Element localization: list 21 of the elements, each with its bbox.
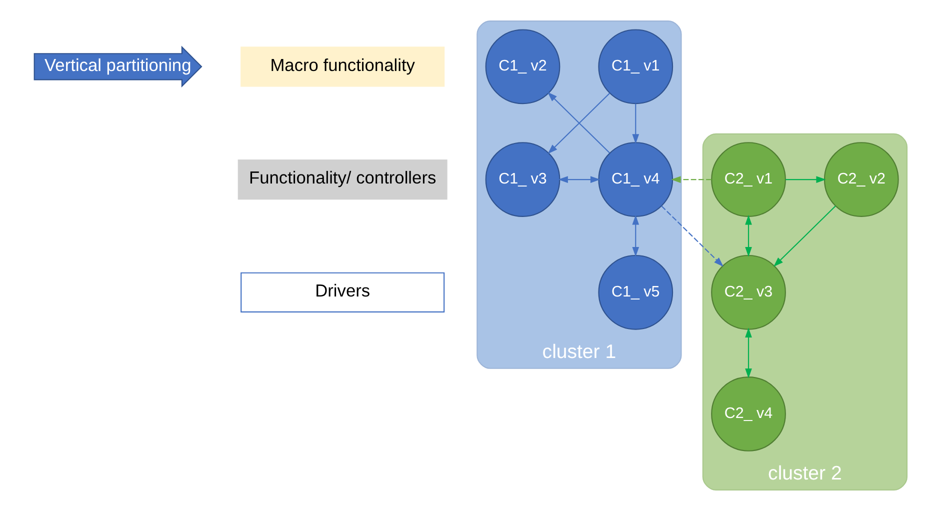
node-box: Drivers [240,272,445,312]
node-circle: C1_ v3 [485,142,560,217]
arrow [632,214,640,257]
arrow [671,176,712,183]
node-box: Macro functionality [240,46,445,87]
node-circle: C2_ v3 [711,254,786,330]
node-circle: C2_ v4 [711,376,786,452]
node-box: Functionality/ controllers [238,159,448,200]
node-circle: C1_ v2 [485,29,560,104]
node-circle: C1_ v4 [598,142,674,217]
arrow [745,214,752,257]
arrow [558,176,600,183]
node-circle: C1_ v5 [598,254,674,330]
arrow [786,176,826,183]
node-circle: C1_ v1 [598,29,674,104]
node-circle: C2_ v1 [711,142,786,217]
arrow [661,206,724,267]
arrow [774,206,836,267]
node-circle: C2_ v2 [824,142,899,217]
arrow [745,328,752,378]
arrow [632,104,640,144]
